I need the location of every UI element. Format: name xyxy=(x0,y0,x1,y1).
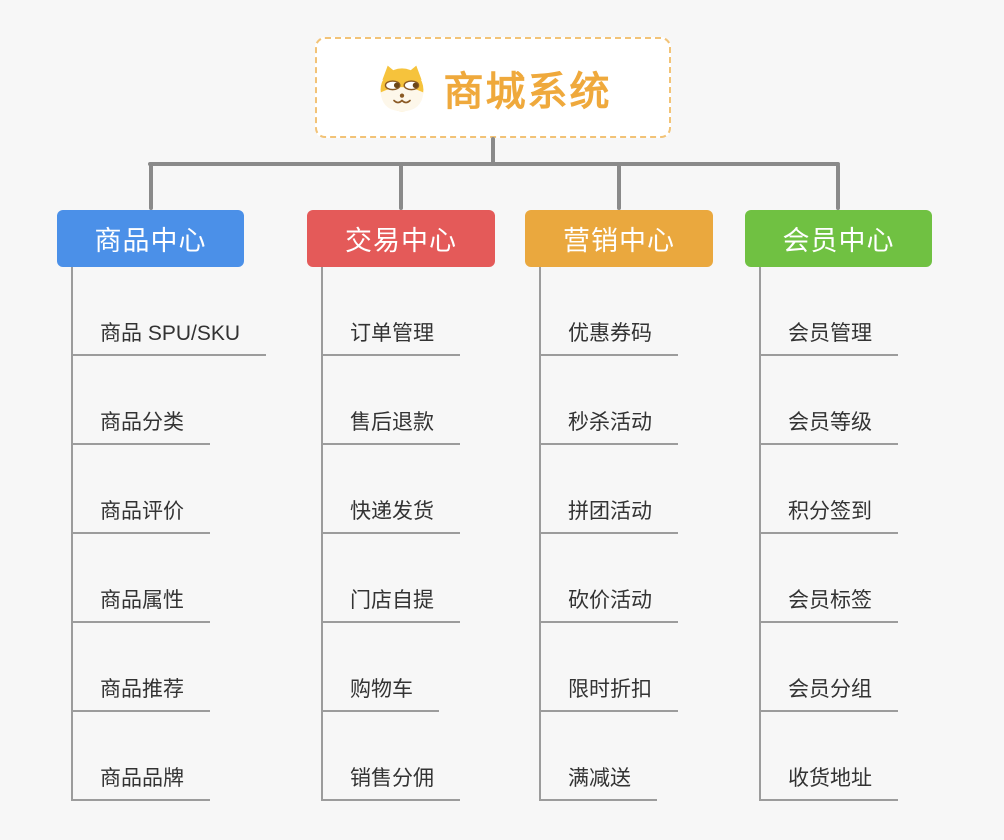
leaf-label: 拼团活动 xyxy=(568,499,652,523)
leaf-node-member-tag[interactable]: 会员标签 xyxy=(761,534,898,623)
leaf-node-points-checkin[interactable]: 积分签到 xyxy=(761,445,898,534)
leaf-node-express-shipping[interactable]: 快递发货 xyxy=(323,445,460,534)
connector-bus xyxy=(148,162,840,166)
leaf-node-flash-sale[interactable]: 秒杀活动 xyxy=(541,356,678,445)
leaf-node-sales-commission[interactable]: 销售分佣 xyxy=(323,712,460,801)
leaf-label: 会员分组 xyxy=(788,677,872,701)
leaf-label: 商品分类 xyxy=(100,410,184,434)
branch-column-trade-center: 订单管理 售后退款 快递发货 门店自提 购物车 销售分佣 xyxy=(321,267,460,801)
root-node-mall-system[interactable]: 商城系统 xyxy=(315,37,671,138)
leaf-label: 商品推荐 xyxy=(100,677,184,701)
leaf-label: 满减送 xyxy=(568,766,631,790)
leaf-node-limited-time-discount[interactable]: 限时折扣 xyxy=(541,623,678,712)
branch-node-marketing-center[interactable]: 营销中心 xyxy=(525,210,713,267)
connector-root-stem xyxy=(491,137,495,164)
leaf-label: 收货地址 xyxy=(788,766,872,790)
leaf-node-member-group[interactable]: 会员分组 xyxy=(761,623,898,712)
leaf-label: 商品属性 xyxy=(100,588,184,612)
root-title: 商城系统 xyxy=(443,69,612,114)
branch-label: 交易中心 xyxy=(345,226,457,256)
leaf-node-full-reduction[interactable]: 满减送 xyxy=(541,712,657,801)
leaf-node-member-level[interactable]: 会员等级 xyxy=(761,356,898,445)
branch-node-product-center[interactable]: 商品中心 xyxy=(57,210,244,267)
leaf-label: 限时折扣 xyxy=(568,677,652,701)
leaf-node-product-recommend[interactable]: 商品推荐 xyxy=(73,623,210,712)
leaf-label: 会员等级 xyxy=(788,410,872,434)
shiba-dog-icon xyxy=(380,65,423,111)
leaf-node-product-spu-sku[interactable]: 商品 SPU/SKU xyxy=(73,267,267,356)
leaf-node-bargain-activity[interactable]: 砍价活动 xyxy=(541,534,678,623)
leaf-label: 订单管理 xyxy=(350,321,434,345)
leaf-label: 门店自提 xyxy=(350,588,434,612)
leaf-label: 快递发货 xyxy=(350,499,434,523)
connector-stem-marketing xyxy=(617,164,621,210)
branch-label: 会员中心 xyxy=(782,226,895,256)
leaf-label: 购物车 xyxy=(350,677,413,701)
branch-column-product-center: 商品 SPU/SKU 商品分类 商品评价 商品属性 商品推荐 商品品牌 xyxy=(71,267,267,801)
connector-stem-trade xyxy=(399,164,403,210)
leaf-node-product-attribute[interactable]: 商品属性 xyxy=(73,534,210,623)
leaf-node-shopping-cart[interactable]: 购物车 xyxy=(323,623,439,712)
leaf-label: 售后退款 xyxy=(350,410,434,434)
branch-column-member-center: 会员管理 会员等级 积分签到 会员标签 会员分组 收货地址 xyxy=(759,267,898,801)
leaf-node-product-brand[interactable]: 商品品牌 xyxy=(73,712,210,801)
connector-stem-members xyxy=(836,164,840,210)
leaf-label: 积分签到 xyxy=(788,499,872,523)
branch-node-trade-center[interactable]: 交易中心 xyxy=(307,210,495,267)
leaf-node-product-category[interactable]: 商品分类 xyxy=(73,356,210,445)
leaf-node-aftersale-refund[interactable]: 售后退款 xyxy=(323,356,460,445)
branch-node-member-center[interactable]: 会员中心 xyxy=(745,210,932,267)
leaf-label: 砍价活动 xyxy=(568,588,652,612)
leaf-label: 商品品牌 xyxy=(100,766,184,790)
leaf-label: 商品评价 xyxy=(100,499,184,523)
leaf-label: 销售分佣 xyxy=(350,766,434,790)
leaf-node-store-pickup[interactable]: 门店自提 xyxy=(323,534,460,623)
leaf-label: 优惠券码 xyxy=(568,321,652,345)
leaf-label: 会员标签 xyxy=(788,588,872,612)
branch-label: 营销中心 xyxy=(563,226,675,256)
leaf-node-product-review[interactable]: 商品评价 xyxy=(73,445,210,534)
leaf-node-coupon-code[interactable]: 优惠券码 xyxy=(541,267,678,356)
branch-label: 商品中心 xyxy=(94,226,207,256)
branch-column-marketing-center: 优惠券码 秒杀活动 拼团活动 砍价活动 限时折扣 满减送 xyxy=(539,267,678,801)
leaf-label: 秒杀活动 xyxy=(568,410,652,434)
connector-stem-products xyxy=(149,164,153,210)
leaf-node-group-buy[interactable]: 拼团活动 xyxy=(541,445,678,534)
leaf-label: 商品 SPU/SKU xyxy=(100,321,241,345)
leaf-node-shipping-address[interactable]: 收货地址 xyxy=(761,712,898,801)
leaf-node-order-management[interactable]: 订单管理 xyxy=(323,267,460,356)
leaf-label: 会员管理 xyxy=(788,321,872,345)
leaf-node-member-management[interactable]: 会员管理 xyxy=(761,267,898,356)
